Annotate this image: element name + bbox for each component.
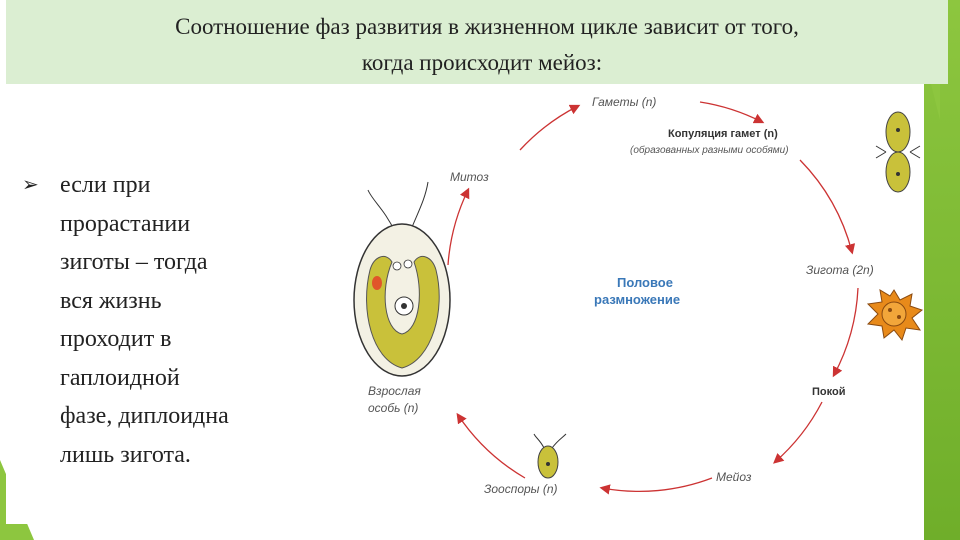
label-rest: Покой: [812, 386, 845, 398]
label-zoospores: Зооспоры (n): [484, 482, 558, 496]
bullet-line: лишь зигота.: [60, 441, 191, 468]
arc-mitosis-to-gametes: [519, 104, 581, 151]
label-meiosis: Мейоз: [716, 470, 752, 484]
center-label-line-2: размножение: [594, 292, 680, 307]
slide-title-line-2: когда происходит мейоз:: [361, 50, 603, 75]
cycle-arrows: [447, 101, 859, 495]
zygote-icon: [866, 289, 924, 342]
slide-title-line-1: Соотношение фаз развития в жизненном цик…: [175, 14, 799, 39]
label-gametes: Гаметы (n): [592, 95, 656, 109]
title-band: Соотношение фаз развития в жизненном цик…: [6, 0, 948, 84]
arrow-bullet-icon: ➢: [22, 172, 39, 196]
label-copulation-note: (образованных разными особями): [630, 144, 789, 156]
adult-cell-icon: [353, 181, 451, 377]
arc-adult-to-mitosis: [447, 187, 470, 266]
label-mitosis: Митоз: [450, 170, 489, 184]
content-panel: [6, 86, 924, 524]
bullet-line: проходит в: [60, 326, 172, 352]
label-zygote: Зигота (2n): [806, 263, 874, 277]
bullet-line: прорастании: [60, 210, 191, 237]
label-adult-line-1: Взрослая: [368, 384, 421, 398]
bullet-line: если при: [60, 172, 151, 198]
label-adult-line-2: особь (n): [368, 401, 418, 415]
bullet-text: если при прорастании зиготы – тогда вся …: [60, 166, 310, 474]
center-label-line-1: Половое: [617, 275, 673, 290]
bullet-line: вся жизнь: [60, 287, 162, 314]
arc-zoospores-to-adult: [456, 412, 526, 479]
bullet-line: гаплоидной: [60, 364, 180, 391]
arc-zygote-to-rest: [832, 287, 859, 378]
gametes-pair-icon: [875, 111, 921, 193]
bullet-line: фазе, диплоидна: [60, 403, 229, 429]
arc-meiosis-to-zoospores: [599, 477, 713, 495]
bullet-line: зиготы – тогда: [60, 249, 208, 275]
label-copulation: Копуляция гамет (n): [668, 128, 778, 140]
arc-copulation-to-zygote: [799, 159, 856, 255]
arc-rest-to-meiosis: [773, 401, 823, 464]
zoospore-icon: [533, 433, 567, 479]
arc-gametes-to-copulation: [699, 101, 765, 124]
